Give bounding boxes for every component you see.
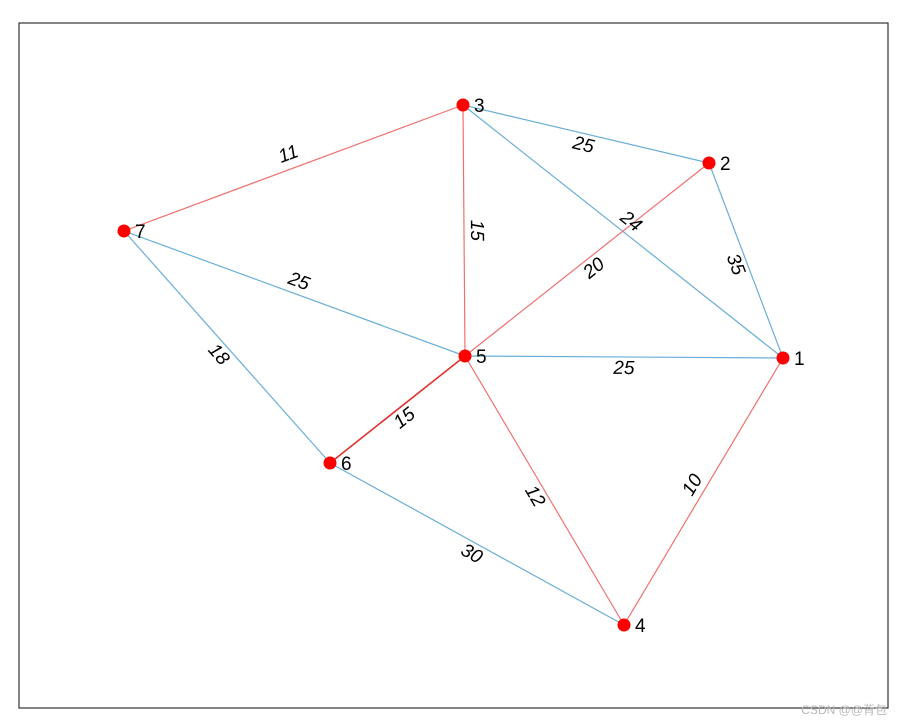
edge-7-6 [123,230,331,464]
edge-7-3 [123,104,464,232]
edge-3-5 [462,104,466,357]
edge-6-4 [329,462,625,626]
node-label-5: 5 [476,347,487,368]
edge-1-4 [623,357,784,626]
edge-3-2 [462,104,710,164]
edge-5-2 [464,162,710,357]
edge-2-1 [708,162,784,359]
node-label-4: 4 [635,616,646,637]
edge-6-5 [329,355,466,464]
edge-weight-5-1: 25 [612,358,635,379]
node-2 [702,156,716,170]
node-5 [458,349,472,363]
node-label-6: 6 [341,454,352,475]
node-1 [776,351,790,365]
edge-7-5 [123,230,466,357]
node-3 [456,98,470,112]
edge-5-4 [464,355,625,626]
edges-layer [123,104,784,626]
watermark: CSDN @@背包 [801,703,887,717]
node-7 [117,224,131,238]
node-label-1: 1 [794,349,805,370]
node-label-3: 3 [474,96,485,117]
node-label-7: 7 [135,222,146,243]
node-6 [323,456,337,470]
edge-weight-3-2: 25 [570,132,597,158]
node-4 [617,618,631,632]
node-label-2: 2 [720,154,731,175]
edge-5-1 [464,355,784,359]
nodes-layer: 1 2 3 4 5 6 7 [117,96,805,637]
edge-weight-3-5: 15 [466,220,487,242]
